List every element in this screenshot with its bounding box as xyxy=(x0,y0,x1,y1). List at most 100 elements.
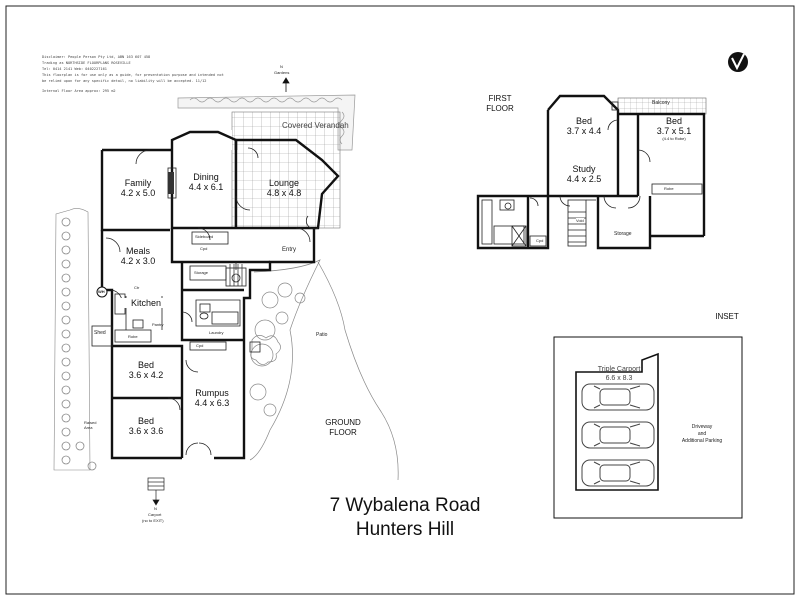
room-size: 3.6 x 3.6 xyxy=(128,426,164,436)
compass-bottom-sub: Carport xyxy=(148,512,162,517)
patio-garden xyxy=(249,259,399,481)
first-floor-plan xyxy=(476,94,707,250)
label-cpd-1: Cpd xyxy=(200,246,208,251)
ground-floor-stairs xyxy=(229,264,243,286)
room-bed-2: Bed 3.6 x 3.6 xyxy=(116,416,176,436)
address-title: 7 Wybalena Road Hunters Hill xyxy=(300,494,510,542)
room-name: Bed xyxy=(575,116,592,126)
car-silhouettes xyxy=(581,383,655,487)
room-name: Meals xyxy=(125,246,150,256)
room-size: 4.4 x 6.1 xyxy=(188,182,224,192)
label-patio: Patio xyxy=(316,332,328,338)
label-storage: Storage xyxy=(194,270,209,275)
water-heater xyxy=(96,286,108,298)
carport-name: Triple Carport xyxy=(597,366,641,373)
disclaimer-line: Disclaimer: People Person Pty Ltd, ABN 1… xyxy=(42,55,151,59)
compass-top-label: N xyxy=(280,64,283,69)
label-entry: Entry xyxy=(282,247,297,253)
room-upstairs-bed-1: Bed 3.7 x 4.4 xyxy=(554,116,614,136)
room-family: Family 4.2 x 5.0 xyxy=(108,178,168,198)
floor-label-line: FLOOR xyxy=(486,104,514,113)
carport-size: 6.6 x 8.3 xyxy=(605,375,633,382)
room-study: Study 4.4 x 2.5 xyxy=(554,164,614,184)
driveway-line: and xyxy=(697,431,707,437)
room-size: 4.4 x 2.5 xyxy=(566,174,602,184)
room-bed-1: Bed 3.6 x 4.2 xyxy=(116,360,176,380)
room-size: 4.2 x 3.0 xyxy=(120,256,156,266)
internal-floor-area: Internal Floor Area approx: 295 m2 xyxy=(42,89,116,93)
floor-label-line: GROUND xyxy=(325,418,361,427)
page-border xyxy=(5,5,795,595)
label-upstairs-storage: Storage xyxy=(614,231,632,237)
label-raised-area: Raised Area xyxy=(84,420,97,430)
disclaimer-block: Disclaimer: People Person Pty Ltd, ABN 1… xyxy=(42,54,224,94)
room-size: 4.2 x 5.0 xyxy=(120,188,156,198)
room-kitchen: Kitchen xyxy=(118,298,174,308)
label-laundry: Laundry xyxy=(209,330,224,335)
steps-to-carport xyxy=(147,477,165,506)
covered-verandah-area xyxy=(231,111,341,229)
room-name: Study xyxy=(572,164,596,174)
compass-top-arrow xyxy=(282,77,290,92)
compass-bottom-label: N xyxy=(154,506,157,511)
inset-plan xyxy=(553,336,743,519)
driveway-line: Driveway xyxy=(691,424,713,430)
room-dining: Dining 4.4 x 6.1 xyxy=(176,172,236,192)
address-line-1: 7 Wybalena Road xyxy=(329,495,481,516)
room-size: 4.4 x 6.3 xyxy=(194,398,230,408)
room-name: Kitchen xyxy=(130,298,162,308)
room-name: Dining xyxy=(193,172,219,182)
room-size: 3.7 x 4.4 xyxy=(566,126,602,136)
label-robe: Robe xyxy=(128,334,138,339)
label-balcony: Balcony xyxy=(652,100,670,106)
label-sideboard: Sideboard xyxy=(195,234,214,239)
first-floor-walls xyxy=(476,94,706,250)
first-floor-label: FIRST FLOOR xyxy=(478,94,522,114)
inset-frame xyxy=(553,336,743,519)
label-pantry: Pantry xyxy=(152,322,164,327)
label-wh: WH xyxy=(98,289,105,294)
disclaimer-line: This floorplan is for use only as a guid… xyxy=(42,73,224,77)
label-cpd-2: Cpd xyxy=(196,343,204,348)
ground-floor-label: GROUND FLOOR xyxy=(318,418,368,438)
compass-top-sub: Gardens xyxy=(274,70,290,75)
carport-outline xyxy=(575,352,659,491)
label-upstairs-robe: Robe xyxy=(664,186,674,191)
address-line-2: Hunters Hill xyxy=(355,519,455,540)
inset-label: INSET xyxy=(715,312,739,321)
disclaimer-line: Trading as NORTHSIDE FLOORPLANS ROSEVILL… xyxy=(42,61,131,65)
room-name: Bed xyxy=(665,116,682,126)
first-floor-interior-lines xyxy=(481,101,703,247)
label-upstairs-cpd: Cpd xyxy=(536,238,544,243)
room-meals: Meals 4.2 x 3.0 xyxy=(108,246,168,266)
fireplace xyxy=(168,172,174,194)
label-covered-verandah: Covered Verandah xyxy=(282,121,349,130)
ground-floor-plan xyxy=(53,77,399,506)
room-name: Bed xyxy=(137,360,154,370)
floor-label-line: FLOOR xyxy=(329,428,357,437)
room-size: 3.6 x 4.2 xyxy=(128,370,164,380)
garden-hedge-top xyxy=(177,94,356,151)
room-note: (4.4 to Robe) xyxy=(662,136,686,141)
label-void: Void xyxy=(576,218,584,223)
room-size: 4.8 x 4.8 xyxy=(266,188,302,198)
label-shed: Shed xyxy=(94,330,106,336)
room-lounge: Lounge 4.8 x 4.8 xyxy=(254,178,314,198)
disclaimer-line: be relied upon for any specific detail, … xyxy=(42,79,207,83)
room-upstairs-bed-2: Bed 3.7 x 5.1 (4.4 to Robe) xyxy=(644,116,704,142)
ground-floor-interior-lines xyxy=(91,147,319,456)
room-name: Rumpus xyxy=(195,388,229,398)
garden-stones-left xyxy=(53,208,97,471)
room-name: Lounge xyxy=(268,178,300,188)
room-name: Bed xyxy=(137,416,154,426)
compass-bottom-sub2: (no to EXIT) xyxy=(142,518,164,523)
room-rumpus: Rumpus 4.4 x 6.3 xyxy=(182,388,242,408)
driveway-label: Driveway and Additional Parking xyxy=(672,424,732,445)
floor-label-line: FIRST xyxy=(488,94,512,103)
disclaimer-line: Tel: 0414 2141 Web: 0402227161 xyxy=(42,67,107,71)
circle-v-logo-icon xyxy=(728,52,748,72)
label-ctr: Ctr xyxy=(134,285,140,290)
room-size: 3.7 x 5.1 xyxy=(656,126,692,136)
room-name: Family xyxy=(124,178,152,188)
